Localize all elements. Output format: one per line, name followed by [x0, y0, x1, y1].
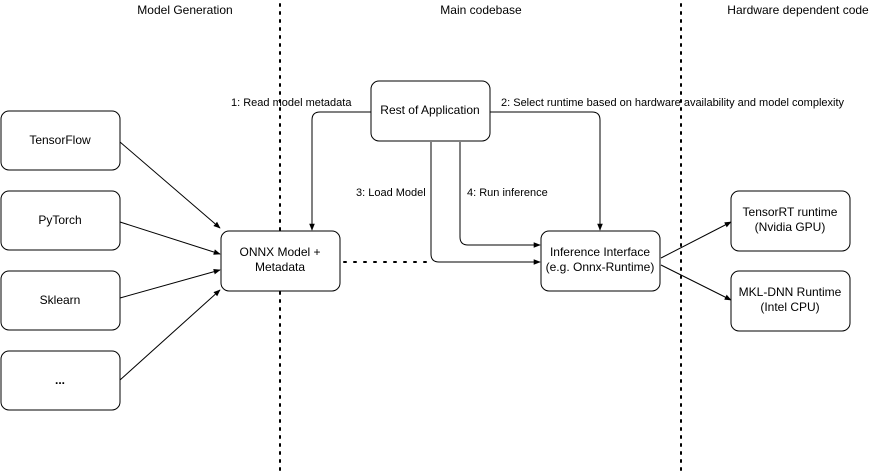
node-inference-label-line1: Inference Interface: [550, 245, 650, 259]
node-pytorch-label: PyTorch: [38, 213, 81, 227]
column-header-main-codebase: Main codebase: [440, 3, 522, 17]
edge-pytorch-to-onnx: [119, 221, 221, 255]
edge-select-runtime: [490, 111, 603, 231]
node-pytorch: PyTorch: [0, 190, 121, 251]
node-rest-of-application-label: Rest of Application: [380, 103, 479, 117]
node-mkldnn-label-line2: (Intel CPU): [760, 300, 819, 314]
node-tensorrt-runtime: TensorRT runtime (Nvidia GPU): [730, 190, 851, 252]
label-load-model: 3: Load Model: [356, 187, 426, 199]
node-sklearn-label: Sklearn: [40, 293, 81, 307]
edge-inference-to-mkldnn: [660, 264, 732, 301]
edge-tensorflow-to-onnx: [119, 141, 221, 229]
node-inference-interface: Inference Interface (e.g. Onnx-Runtime): [540, 230, 661, 292]
edge-inference-to-tensorrt: [660, 221, 732, 259]
node-tensorflow-label: TensorFlow: [29, 133, 91, 147]
node-ellipsis: ...: [0, 350, 121, 411]
node-rest-of-application: Rest of Application: [370, 80, 491, 142]
node-inference-label-line2: (e.g. Onnx-Runtime): [546, 260, 655, 274]
column-header-hardware-dependent: Hardware dependent code: [727, 3, 869, 17]
label-select-runtime: 2: Select runtime based on hardware avai…: [501, 97, 845, 109]
edge-run-inference: [459, 142, 541, 248]
node-tensorrt-label-line1: TensorRT runtime: [743, 205, 838, 219]
node-sklearn: Sklearn: [0, 270, 121, 331]
edge-sklearn-to-onnx: [119, 269, 221, 299]
node-mkldnn-label-line1: MKL-DNN Runtime: [739, 285, 842, 299]
edge-ellipsis-to-onnx: [119, 289, 221, 381]
node-tensorflow: TensorFlow: [0, 110, 121, 171]
edge-load-model: [430, 142, 541, 265]
node-mkldnn-runtime: MKL-DNN Runtime (Intel CPU): [730, 270, 851, 332]
node-onnx-label-line1: ONNX Model +: [239, 245, 320, 259]
node-onnx-label-line2: Metadata: [255, 260, 305, 274]
label-run-inference: 4: Run inference: [467, 187, 548, 199]
node-onnx-model: ONNX Model + Metadata: [220, 230, 341, 292]
edge-read-metadata: [309, 111, 371, 231]
column-header-model-generation: Model Generation: [137, 3, 232, 17]
label-read-model-metadata: 1: Read model metadata: [231, 97, 352, 109]
node-ellipsis-label: ...: [55, 373, 65, 387]
node-tensorrt-label-line2: (Nvidia GPU): [755, 220, 826, 234]
